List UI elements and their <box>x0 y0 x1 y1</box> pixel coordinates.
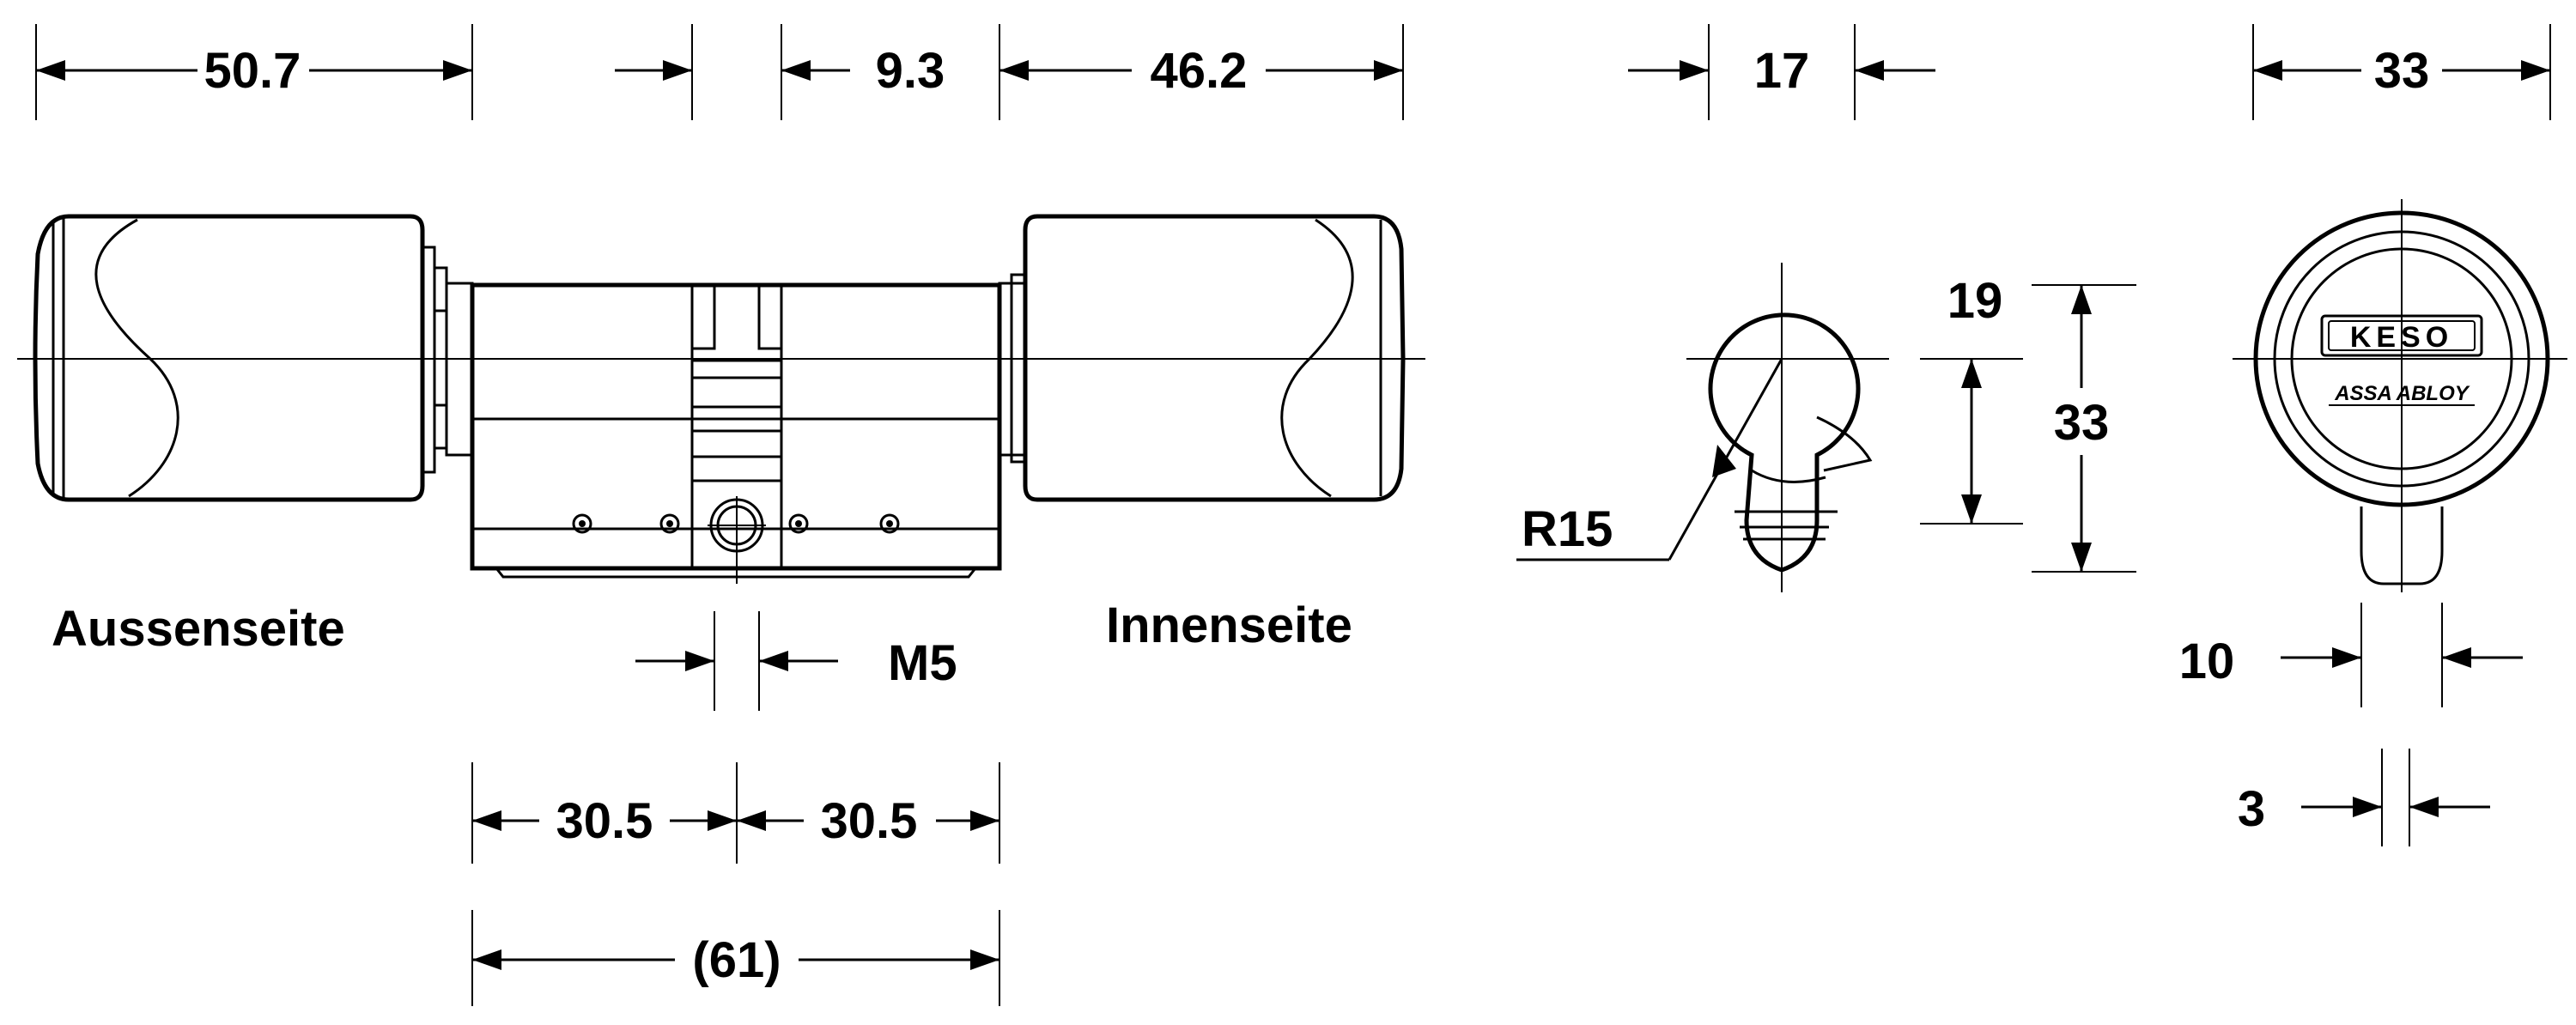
knob-end-view: KESO ASSA ABLOY 10 3 <box>2179 199 2567 846</box>
keso-logo: KESO <box>2350 321 2453 354</box>
label-inner-side: Innenseite <box>1106 597 1352 653</box>
cylinder-front-view <box>17 214 1425 584</box>
dim-cam-10: 10 <box>2179 634 2235 689</box>
dim-outer-knob-length: 50.7 <box>204 43 301 99</box>
dim-cam-3: 3 <box>2238 781 2265 837</box>
outer-knob <box>33 214 474 502</box>
top-dimensions: 50.7 9.3 46.2 17 33 <box>35 24 2551 120</box>
dim-profile-width: 17 <box>1754 43 1810 99</box>
cylinder-body <box>470 282 1002 584</box>
label-outer-side: Aussenseite <box>52 601 345 657</box>
dim-half-length-inner: 30.5 <box>821 793 918 849</box>
dim-screw-thread: M5 <box>888 635 957 691</box>
dim-half-length-outer: 30.5 <box>556 793 653 849</box>
dim-knob-diameter: 33 <box>2374 43 2430 99</box>
keso-logo-frame <box>2320 314 2483 357</box>
inner-knob <box>998 214 1406 502</box>
assa-abloy-logo: ASSA ABLOY <box>2334 382 2470 405</box>
dim-inner-knob-length: 46.2 <box>1151 43 1248 99</box>
dim-radius: R15 <box>1522 501 1613 557</box>
dim-profile-upper-height: 19 <box>1947 273 2003 329</box>
dim-cam-width: 9.3 <box>876 43 945 99</box>
bottom-dimensions: M5 30.5 30.5 (61) <box>471 611 1000 1006</box>
dim-total-length: (61) <box>692 932 781 988</box>
profile-view: R15 19 33 <box>1516 263 2136 592</box>
dim-profile-total-height: 33 <box>2054 395 2110 451</box>
